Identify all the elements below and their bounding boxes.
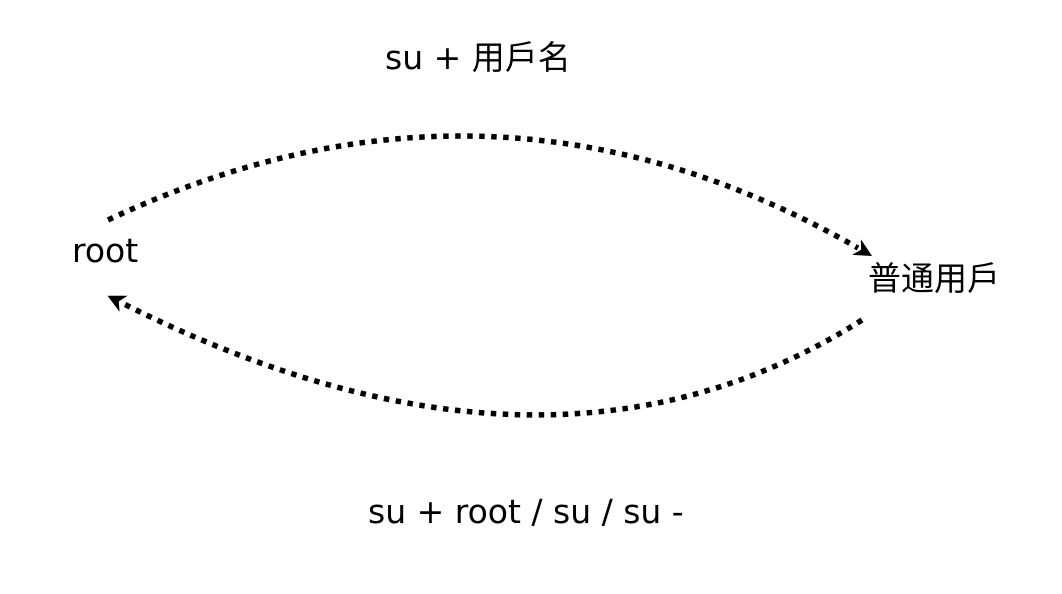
bottom-edge-label: su + root / su / su - [368, 492, 684, 531]
node-regular-user-label: 普通用戶 [868, 259, 1000, 298]
bottom-arrow-user-to-root [107, 295, 864, 418]
top-arrow-root-to-user [106, 133, 873, 257]
top-edge-label: su + 用戶名 [385, 38, 571, 77]
node-root-label: root [72, 231, 139, 270]
